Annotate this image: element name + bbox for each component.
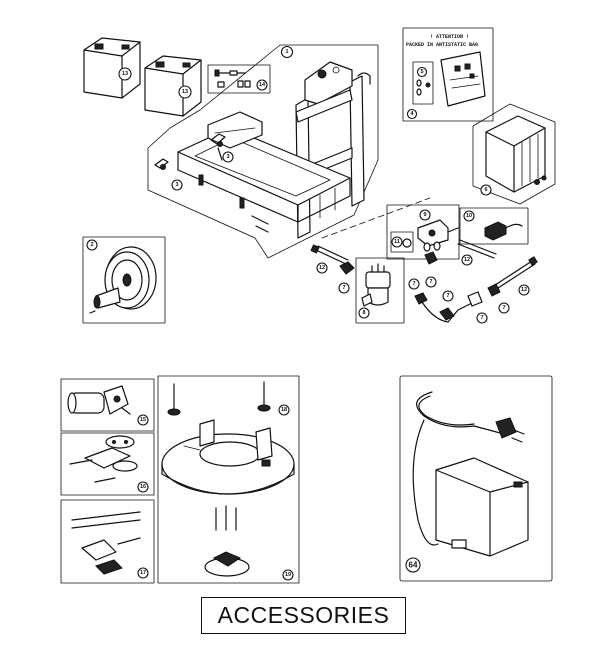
connector-kit: 10: [459, 207, 529, 245]
page-title: ACCESSORIES: [217, 602, 390, 628]
callout-fitting-f: 7: [502, 305, 505, 311]
callout-fuse-set: 5: [420, 69, 423, 75]
callout-brush-kit: 17: [140, 570, 146, 576]
notice-line2: PACKED IN ANTISTATIC BAG: [406, 42, 478, 48]
notice-line1: ! ATTENTION !: [430, 34, 469, 40]
brush-kit: 17: [60, 499, 155, 584]
bracket-b: 3: [210, 133, 234, 163]
filter-kit: 8: [355, 257, 405, 324]
frame-assembly: [177, 61, 371, 239]
battery-b: 13: [144, 55, 202, 117]
wheel-kit: 2: [82, 236, 166, 324]
callout-battery-b: 13: [182, 89, 188, 95]
frame-group-outline: [147, 44, 379, 259]
callout-pad-holder: 18: [281, 407, 287, 413]
callout-bracket-a: 3: [175, 182, 178, 188]
callout-deck-kit: 19: [285, 572, 291, 578]
hose-a: 12: [310, 244, 349, 274]
callout-fitting-a: 7: [342, 285, 345, 291]
fitting-b: 7: [424, 251, 438, 288]
callout-pcb: 4: [410, 111, 414, 117]
callout-plate-kit: 16: [140, 484, 146, 490]
cover-kit: 6: [472, 103, 556, 205]
fitting-a: 7: [338, 261, 355, 294]
title-box: ACCESSORIES: [201, 597, 406, 634]
callout-fitting-c: 7: [412, 281, 415, 287]
callout-bracket-b: 3: [226, 154, 229, 160]
motor-kit: 15: [60, 378, 155, 432]
pad-holder: 18: [167, 381, 290, 416]
callout-valve: 9: [423, 212, 426, 218]
callout-solenoid: 11: [394, 239, 400, 245]
callout-cable-kit: 14: [259, 82, 266, 88]
valve-assembly: 9 11: [321, 197, 460, 260]
hose-b: 12: [457, 239, 497, 266]
callout-fitting-e: 7: [480, 315, 483, 321]
cable-kit: 14: [207, 64, 271, 94]
callout-frame: 1: [285, 49, 288, 55]
callout-wheel: 2: [90, 242, 93, 248]
callout-hose-c: 12: [521, 287, 527, 293]
callout-cover: 6: [484, 187, 487, 193]
callout-motor-kit: 15: [140, 417, 146, 423]
callout-hose-a: 12: [319, 265, 325, 271]
bracket-a: 3: [154, 158, 183, 191]
callout-fitting-d: 7: [446, 293, 449, 299]
fitting-chain: 7 7 7 7: [408, 278, 510, 324]
pcb-kit: ! ATTENTION ! PACKED IN ANTISTATIC BAG 5…: [402, 27, 494, 122]
callout-charger: 64: [409, 561, 418, 570]
hose-c: 12: [491, 256, 538, 296]
callout-filter: 8: [362, 310, 365, 316]
callout-fitting-b: 7: [429, 279, 432, 285]
callout-battery-a: 13: [122, 71, 128, 77]
callout-connector: 10: [466, 213, 472, 219]
plate-kit: 16: [60, 432, 155, 496]
charger-kit: 64: [399, 375, 553, 582]
deck-kit: 18 19: [157, 375, 300, 584]
callout-hose-b: 12: [464, 257, 470, 263]
battery-a: 13: [83, 37, 141, 99]
